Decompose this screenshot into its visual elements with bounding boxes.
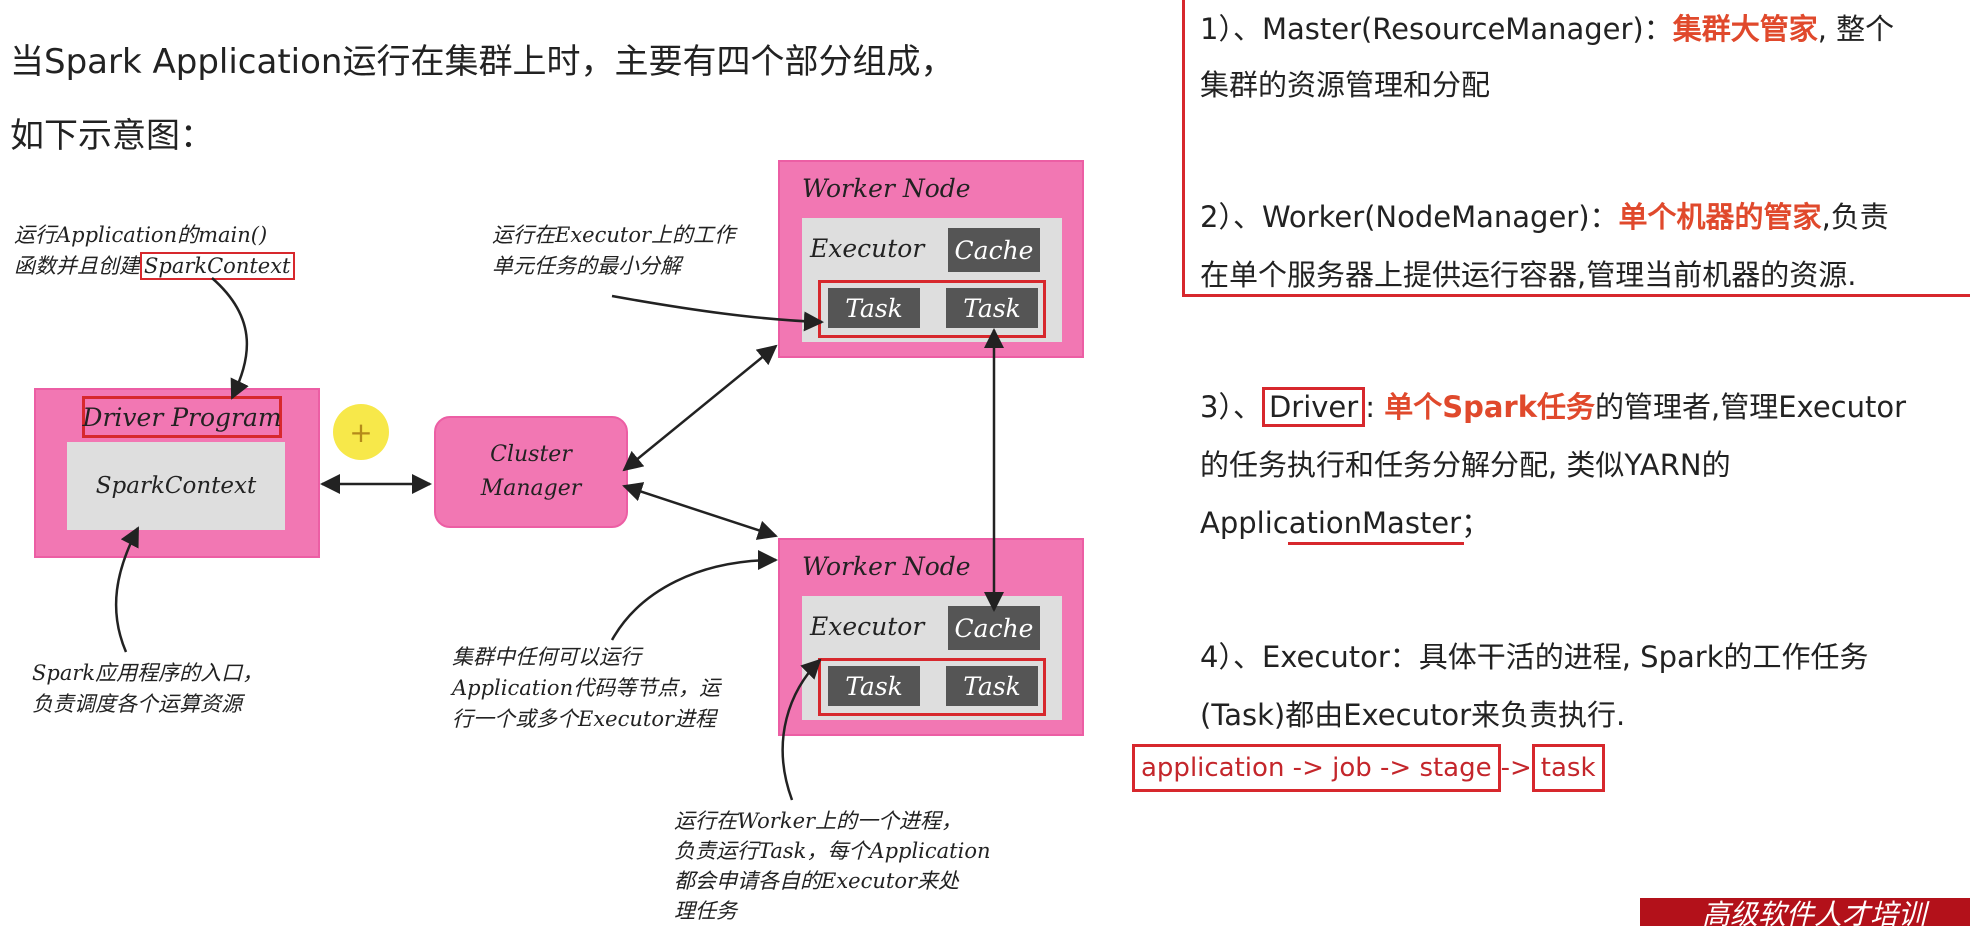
note-worker-line-3: 行一个或多个Executor进程 <box>452 707 717 731</box>
arrow-entry-to-driver <box>114 526 140 653</box>
explanation-item-1-line-1: 1）、Master(ResourceManager)：集群大管家, 整个 <box>1200 6 1894 48</box>
item-3-prefix: 3）、 <box>1200 390 1262 424</box>
worker-node-2-executor-label: Executor <box>810 612 925 641</box>
item-2-suffix: ,负责 <box>1821 200 1889 234</box>
worker-node-2-task-1: Task <box>828 666 920 706</box>
explanation-item-1-line-2: 集群的资源管理和分配 <box>1200 68 1491 102</box>
note-entry-line-1: Spark应用程序的入口， <box>32 661 264 685</box>
intro-line-1: 当Spark Application运行在集群上时，主要有四个部分组成， <box>10 42 955 82</box>
worker-node-2-cache: Cache <box>948 606 1040 650</box>
note-executor: 运行在Worker上的一个进程， 负责运行Task，每个Application … <box>674 806 991 926</box>
explanation-item-2-line-2: 在单个服务器上提供运行容器,管理当前机器的资源. <box>1200 258 1857 292</box>
note-task-line-2: 单元任务的最小分解 <box>492 254 681 278</box>
note-executor-line-4: 理任务 <box>674 899 737 923</box>
worker-node-1: Worker Node Executor Cache Task Task <box>778 160 1084 358</box>
driver-sparkcontext-box: SparkContext <box>67 442 285 530</box>
flow-arrow: -> <box>1500 753 1532 783</box>
note-executor-line-1: 运行在Worker上的一个进程， <box>674 809 963 833</box>
arrow-executor-note-to-executor <box>781 658 822 801</box>
note-worker: 集群中任何可以运行 Application代码等节点，运 行一个或多个Execu… <box>452 642 720 735</box>
driver-program-title: Driver Program <box>82 396 282 438</box>
item-3-underline <box>1288 542 1464 545</box>
explanations-frame <box>1182 0 1970 297</box>
driver-program-box: Driver Program SparkContext <box>34 388 320 558</box>
explanation-item-3-line-3: ApplicationMaster； <box>1200 506 1491 540</box>
arrow-cluster-worker-2 <box>622 482 778 540</box>
item-3-highlight: 单个Spark任务 <box>1384 390 1596 424</box>
cluster-manager-line-2: Manager <box>480 476 582 501</box>
note-entry-line-2: 负责调度各个运算资源 <box>32 692 242 716</box>
item-1-prefix: 1）、Master(ResourceManager)： <box>1200 12 1673 46</box>
flow-line: application -> job -> stage -> task <box>1132 744 1605 792</box>
item-2-highlight: 单个机器的管家 <box>1618 200 1822 234</box>
worker-node-2-task-2: Task <box>946 666 1038 706</box>
cluster-manager-line-1: Cluster <box>490 442 572 467</box>
worker-node-1-executor-box: Executor Cache Task Task <box>802 218 1062 342</box>
item-3-driver-boxed: Driver <box>1261 387 1366 427</box>
cursor-indicator-icon: + <box>333 404 389 460</box>
item-1-suffix: , 整个 <box>1817 12 1895 46</box>
item-3-suffix: 的管理者,管理Executor <box>1595 390 1907 424</box>
arrow-cluster-worker-1 <box>622 344 778 472</box>
cluster-manager-box: Cluster Manager <box>434 416 628 528</box>
arrow-main-to-driver <box>211 277 249 400</box>
note-entry: Spark应用程序的入口， 负责调度各个运算资源 <box>32 658 263 720</box>
explanation-item-3-line-1: 3）、Driver: 单个Spark任务的管理者,管理Executor <box>1200 384 1907 427</box>
explanation-item-2-line-1: 2）、Worker(NodeManager)：单个机器的管家,负责 <box>1200 194 1889 236</box>
explanation-item-4-line-1: 4）、Executor：具体干活的进程, Spark的工作任务 <box>1200 640 1869 674</box>
worker-node-2-tasks-frame <box>818 658 1046 716</box>
worker-node-1-cache: Cache <box>948 228 1040 272</box>
note-executor-line-3: 都会申请各自的Executor来处 <box>674 869 960 893</box>
explanation-item-4-line-2: (Task)都由Executor来负责执行. <box>1200 698 1626 732</box>
intro-line-2: 如下示意图： <box>10 116 214 156</box>
banner: 高级软件人才培训 <box>1640 898 1970 926</box>
banner-text: 高级软件人才培训 <box>1702 898 1927 926</box>
flow-part-2: task <box>1531 744 1605 792</box>
diagram-arrows <box>114 277 1004 801</box>
note-executor-line-2: 负责运行Task，每个Application <box>674 839 991 863</box>
note-main-sparkcontext-highlight: SparkContext <box>140 252 295 280</box>
flow-part-1: application -> job -> stage <box>1132 744 1501 792</box>
worker-node-1-task-1: Task <box>828 288 920 328</box>
worker-node-2-executor-box: Executor Cache Task Task <box>802 596 1062 720</box>
note-worker-line-1: 集群中任何可以运行 <box>452 645 641 669</box>
worker-node-1-task-2: Task <box>946 288 1038 328</box>
worker-node-2: Worker Node Executor Cache Task Task <box>778 538 1084 736</box>
worker-node-2-title: Worker Node <box>802 552 971 581</box>
item-2-prefix: 2）、Worker(NodeManager)： <box>1200 200 1619 234</box>
item-3-colon: : <box>1365 390 1375 424</box>
worker-node-1-title: Worker Node <box>802 174 971 203</box>
item-1-highlight: 集群大管家 <box>1672 12 1818 46</box>
note-task-line-1: 运行在Executor上的工作 <box>492 223 736 247</box>
worker-node-1-executor-label: Executor <box>810 234 925 263</box>
arrow-worker-note-to-worker <box>610 550 778 641</box>
note-main-line-2-prefix: 函数并且创建 <box>14 254 140 278</box>
note-main-line-1: 运行Application的main() <box>14 223 268 247</box>
explanation-item-3-line-2: 的任务执行和任务分解分配, 类似YARN的 <box>1200 448 1731 482</box>
note-task: 运行在Executor上的工作 单元任务的最小分解 <box>492 220 735 282</box>
note-worker-line-2: Application代码等节点，运 <box>452 676 721 700</box>
arrow-task-note-to-task <box>611 294 824 332</box>
worker-node-1-tasks-frame <box>818 280 1046 338</box>
